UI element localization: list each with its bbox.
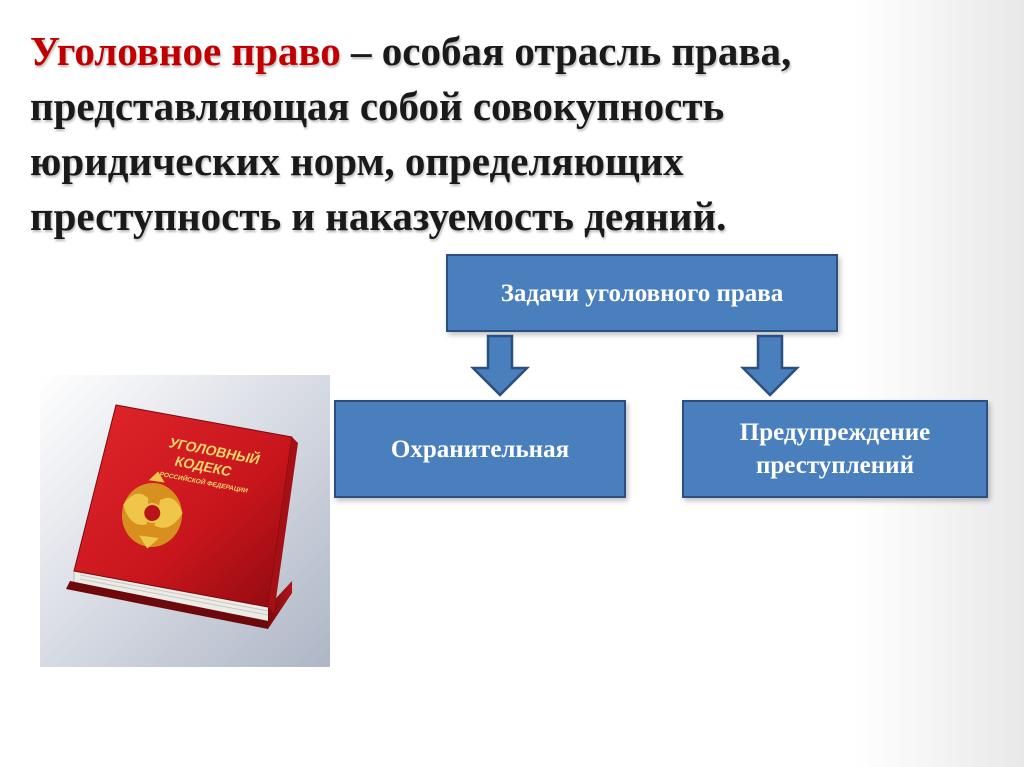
root-box-label: Задачи уголовного права <box>500 279 784 307</box>
arrow-to-right-box <box>739 334 801 397</box>
right-box: Предупреждение преступлений <box>682 400 988 498</box>
right-box-label: Предупреждение преступлений <box>739 419 931 479</box>
definition-text: Уголовное право – особая отрасль права, … <box>30 24 930 244</box>
book-back-cover <box>66 581 268 629</box>
definition-body: – особая отрасль права, представляющая с… <box>30 28 792 239</box>
left-box: Охранительная <box>334 400 626 498</box>
criminal-code-book-image: УГОЛОВНЫЙ КОДЕКС РОССИЙСКОЙ ФЕДЕРАЦИИ <box>40 375 330 667</box>
arrow-to-left-box <box>469 334 531 397</box>
coat-of-arms-icon <box>121 471 183 549</box>
book-spine <box>268 581 292 629</box>
root-box: Задачи уголовного права <box>446 254 838 332</box>
definition-term: Уголовное право <box>30 28 341 74</box>
left-box-label: Охранительная <box>390 435 570 463</box>
